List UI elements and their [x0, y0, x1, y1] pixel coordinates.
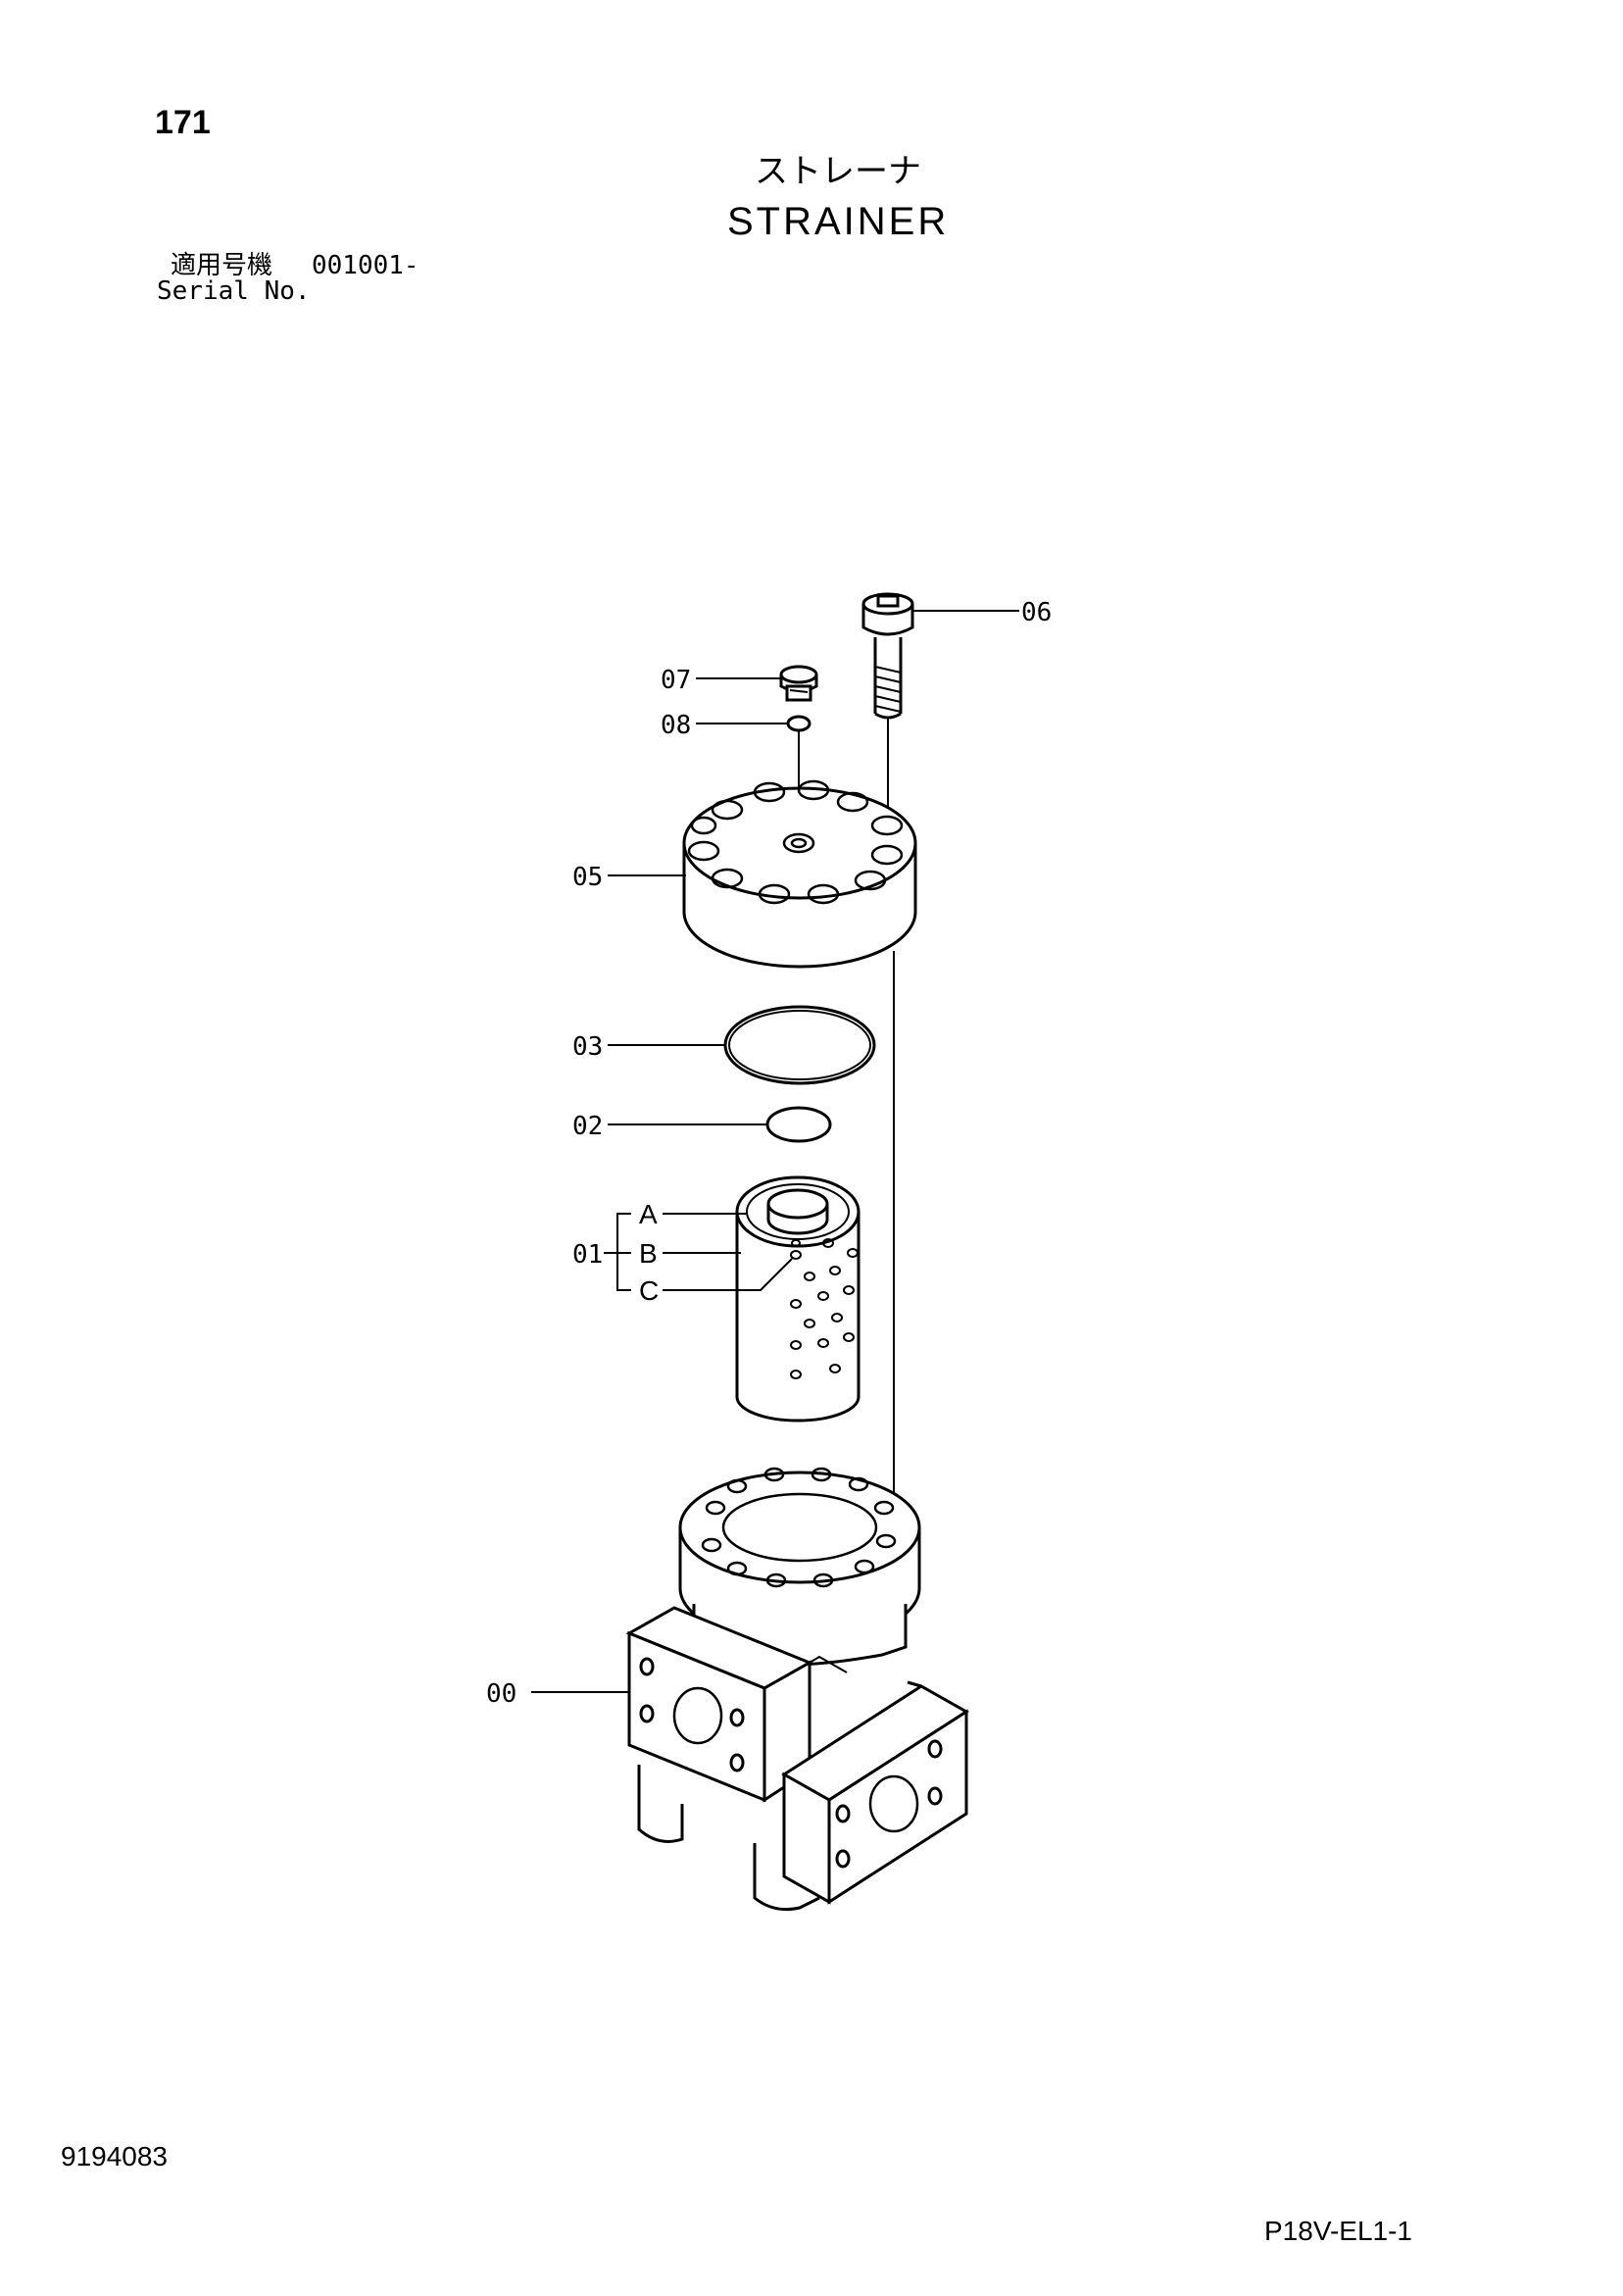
part-06-bolt — [861, 592, 914, 853]
document-number: 9194083 — [61, 2141, 169, 2171]
serial-range: 001001- — [312, 251, 419, 280]
serial-label-english: Serial No. — [157, 276, 311, 306]
part-00-strainer-body — [625, 1467, 969, 1912]
title-english: STRAINER — [727, 200, 950, 243]
part-05-cover — [682, 779, 917, 969]
callout-03: 03 — [572, 1032, 603, 1062]
callout-02: 02 — [572, 1112, 603, 1141]
part-02-o-ring — [765, 1106, 832, 1143]
callout-07: 07 — [661, 666, 691, 695]
callout-01: 01 — [572, 1240, 603, 1270]
title-japanese: ストレーナ — [755, 152, 921, 191]
callout-00: 00 — [486, 1679, 516, 1709]
callout-01-b: B — [639, 1238, 658, 1269]
callout-06: 06 — [1021, 598, 1052, 627]
part-08-o-ring — [786, 715, 812, 732]
serial-label-japanese: 適用号機 — [171, 251, 273, 280]
part-03-o-ring — [723, 1005, 876, 1085]
part-07-plug — [779, 665, 818, 702]
callout-01-c: C — [639, 1275, 659, 1306]
page-number: 171 — [155, 104, 211, 141]
part-01-strainer-element — [735, 1175, 861, 1423]
figure-code: P18V-EL1-1 — [1264, 2216, 1412, 2246]
callout-05: 05 — [572, 863, 603, 892]
callout-08: 08 — [661, 711, 691, 740]
leader-lines — [531, 610, 1019, 1693]
callout-01-a: A — [639, 1199, 658, 1229]
